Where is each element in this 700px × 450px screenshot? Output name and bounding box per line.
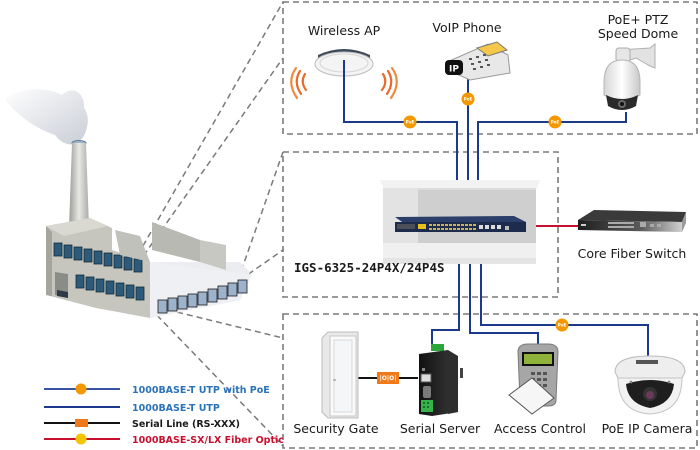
top-device-group-box [282, 1, 698, 135]
svg-text:1000BASE-T UTP: 1000BASE-T UTP [132, 403, 220, 414]
legend: 1000BASE-T UTP with PoE 1000BASE-T UTP S… [44, 383, 284, 446]
ip-phone-icon: IP [445, 41, 511, 81]
svg-text:|O|O|: |O|O| [380, 375, 397, 382]
serial-server-device[interactable]: Serial Server [400, 344, 481, 436]
switch-model-label: IGS-6325-24P4X/24P4S [294, 260, 445, 275]
access-point-icon [314, 49, 374, 100]
cable-serial-server [431, 260, 460, 350]
core-switch-icon [578, 210, 686, 232]
wireless-ap-label: Wireless AP [308, 23, 381, 38]
industrial-switch[interactable] [395, 216, 526, 232]
legend-item-utp-poe: 1000BASE-T UTP with PoE [44, 383, 270, 396]
dome-camera-icon [614, 355, 686, 415]
keypad-reader-icon [508, 343, 559, 415]
serial-marker-icon [75, 419, 88, 427]
switch-ports [429, 224, 476, 230]
svg-text:1000BASE-T UTP with PoE: 1000BASE-T UTP with PoE [132, 385, 270, 396]
bottom-device-group-box [282, 313, 698, 449]
ptz-camera-label-line1: PoE+ PTZ [608, 12, 669, 27]
ptz-dome-camera-icon [603, 42, 656, 110]
poe-marker-icon [75, 383, 87, 395]
cable-access-control [469, 260, 539, 350]
svg-text:PoE: PoE [406, 120, 415, 125]
svg-text:1000BASE-SX/LX Fiber Optic: 1000BASE-SX/LX Fiber Optic [132, 435, 284, 446]
security-gate-label: Security Gate [293, 421, 379, 436]
poe-badges: PoE PoE PoE PoE [403, 92, 569, 332]
wifi-signal-icon [290, 66, 398, 100]
rfid-card-icon [508, 377, 555, 415]
fiber-marker-icon [75, 433, 87, 445]
svg-text:Serial Line (RS-XXX): Serial Line (RS-XXX) [132, 419, 240, 430]
poe-ip-camera-label: PoE IP Camera [602, 421, 693, 436]
poe-badge-ptz-camera: PoE [548, 115, 562, 129]
poe-ip-camera-device[interactable]: PoE IP Camera [602, 355, 693, 436]
factory-illustration [5, 89, 252, 318]
core-fiber-switch-label: Core Fiber Switch [578, 246, 687, 261]
wireless-ap-device[interactable]: Wireless AP [290, 23, 398, 100]
security-gate-device[interactable]: Security Gate [293, 331, 379, 436]
svg-text:PoE: PoE [558, 323, 567, 328]
core-fiber-switch-device[interactable]: Core Fiber Switch [578, 210, 687, 261]
serial-server-icon [419, 344, 463, 416]
access-control-device[interactable]: Access Control [494, 343, 586, 436]
cable-poe-camera [480, 260, 649, 358]
svg-text:PoE: PoE [464, 97, 473, 102]
callout-lines [127, 1, 284, 447]
poe-badge-wireless-ap: PoE [403, 115, 417, 129]
door-icon [321, 331, 359, 419]
legend-item-fiber: 1000BASE-SX/LX Fiber Optic [44, 433, 284, 446]
ptz-camera-label-line2: Speed Dome [598, 26, 679, 41]
svg-text:IP: IP [449, 65, 459, 75]
serial-server-label: Serial Server [400, 421, 481, 436]
smoke-icon [5, 89, 88, 145]
poe-badge-voip-phone: PoE [461, 92, 475, 106]
legend-item-utp: 1000BASE-T UTP [44, 403, 220, 414]
voip-phone-device[interactable]: VoIP Phone IP [432, 20, 511, 81]
serial-badge: |O|O| [377, 372, 399, 384]
chimney-icon [69, 143, 89, 228]
svg-text:PoE: PoE [551, 120, 560, 125]
poe-badge-poe-camera: PoE [555, 318, 569, 332]
voip-phone-label: VoIP Phone [432, 20, 501, 35]
access-control-label: Access Control [494, 421, 586, 436]
cable-wireless-ap [343, 100, 458, 200]
ptz-camera-device[interactable]: PoE+ PTZ Speed Dome [598, 12, 679, 110]
legend-item-serial: Serial Line (RS-XXX) [44, 419, 240, 430]
